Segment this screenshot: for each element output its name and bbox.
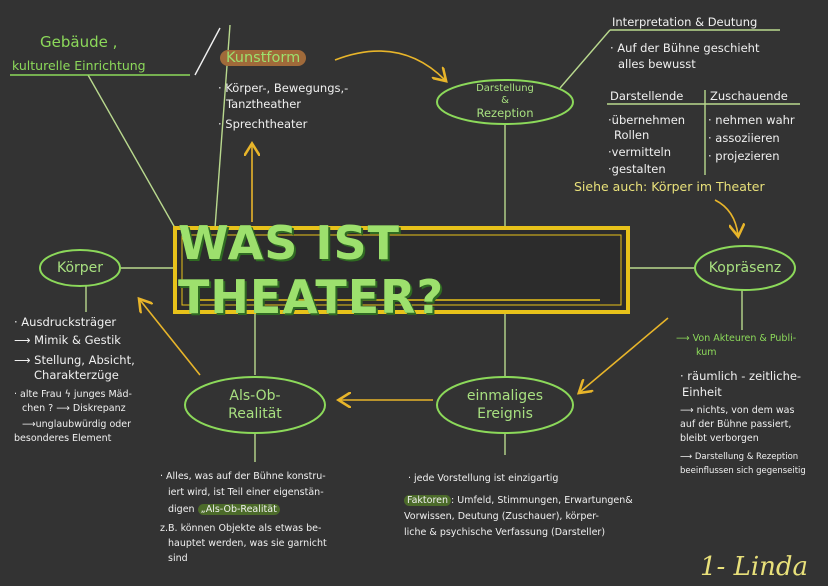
kunstform-item-3: · Sprechtheater	[218, 117, 308, 131]
koerper-item-3: ⟶ Stellung, Absicht,	[14, 353, 135, 367]
gebaeude-line2: kulturelle Einrichtung	[12, 58, 146, 73]
interpretation-item-1a: · Auf der Bühne geschieht	[610, 41, 760, 55]
koerper-oval	[39, 249, 121, 287]
als-ob-text-5: hauptet werden, was sie garnicht	[168, 538, 327, 549]
kopraesenz-oval	[694, 245, 796, 291]
einmalig-text-1: · jede Vorstellung ist einzigartig	[408, 473, 559, 484]
koerper-item-4: Charakterzüge	[34, 368, 119, 382]
see-also: Siehe auch: Körper im Theater	[574, 179, 765, 194]
col-zuschauende-head: Zuschauende	[710, 89, 788, 103]
kopraesenz-item-1: · räumlich - zeitliche-	[680, 369, 802, 383]
kopraesenz-item-3: ⟶ nichts, von dem was	[680, 405, 795, 416]
als-ob-text-1: · Alles, was auf der Bühne konstru-	[160, 471, 326, 482]
signature: 1- Linda	[700, 552, 809, 582]
als-ob-label-2: Realität	[228, 406, 282, 422]
einmalig-text-2-rest: : Umfeld, Stimmungen, Erwartungen&	[451, 495, 633, 506]
kopraesenz-note-1: ⟶ Von Akteuren & Publi-	[676, 333, 797, 344]
koerper-item-1: · Ausdrucksträger	[14, 315, 117, 329]
als-ob-text-2: iert wird, ist Teil einer eigenstän-	[168, 487, 324, 498]
kopraesenz-item-4: auf der Bühne passiert,	[680, 419, 792, 430]
als-ob-text-6: sind	[168, 553, 188, 564]
darstellende-item-1: ·übernehmen	[608, 113, 686, 127]
einmalig-faktoren: Faktoren	[404, 495, 452, 506]
koerper-item-5: · alte Frau ϟ junges Mäd-	[14, 389, 132, 400]
kopraesenz-item-5: bleibt verborgen	[680, 433, 759, 444]
koerper-item-6: chen ? ⟶ Diskrepanz	[22, 403, 126, 414]
zuschauende-item-3: · projezieren	[708, 149, 780, 163]
einmalig-label-1: einmaliges	[466, 388, 544, 404]
kunstform-item-1: · Körper-, Bewegungs,-	[218, 81, 349, 95]
einmalig-text-4: liche & psychische Verfassung (Darstelle…	[404, 527, 606, 538]
als-ob-text-4: z.B. können Objekte als etwas be-	[160, 523, 322, 534]
darstellende-item-4: ·gestalten	[608, 162, 666, 176]
als-ob-text-3: digen „Als-Ob-Realität	[168, 503, 280, 517]
darstellung-label-1: Darstellung	[476, 83, 534, 94]
kopraesenz-note-2: kum	[696, 347, 717, 358]
col-darstellende-head: Darstellende	[610, 89, 684, 103]
darstellende-item-3: ·vermitteln	[608, 145, 672, 159]
als-ob-label-1: Als-Ob-	[229, 388, 281, 404]
interpretation-heading: Interpretation & Deutung	[612, 15, 758, 29]
koerper-label: Körper	[56, 260, 104, 276]
gebaeude-line1: Gebäude ,	[40, 33, 118, 51]
kopraesenz-item-7: beeinflussen sich gegenseitig	[680, 466, 806, 476]
darstellung-label-3: Rezeption	[476, 106, 534, 120]
koerper-item-8: besonderes Element	[14, 433, 112, 444]
zuschauende-item-1: · nehmen wahr	[708, 113, 795, 127]
einmalig-text-2: Faktoren: Umfeld, Stimmungen, Erwartunge…	[404, 494, 633, 508]
kopraesenz-item-6: ⟶ Darstellung & Rezeption	[680, 452, 799, 462]
darstellende-item-2: Rollen	[614, 128, 650, 142]
kunstform-item-2: Tanztheather	[226, 97, 302, 111]
koerper-item-7: ⟶unglaubwürdig oder	[22, 419, 132, 430]
zuschauende-item-2: · assoziieren	[708, 131, 780, 145]
kopraesenz-item-2: Einheit	[682, 385, 722, 399]
kunstform-label: Kunstform	[220, 50, 307, 66]
als-ob-text-3-highlight: „Als-Ob-Realität	[197, 504, 280, 515]
main-title: WAS IST THEATER?	[178, 216, 445, 324]
kopraesenz-label: Kopräsenz	[708, 260, 782, 276]
interpretation-item-1b: alles bewusst	[618, 57, 696, 71]
einmalig-label-2: Ereignis	[477, 406, 533, 422]
koerper-item-2: ⟶ Mimik & Gestik	[14, 333, 121, 347]
darstellung-oval	[436, 79, 574, 125]
einmalig-oval	[436, 376, 574, 434]
als-ob-oval	[184, 376, 326, 434]
als-ob-text-3-pre: digen	[168, 504, 198, 515]
einmalig-text-3: Vorwissen, Deutung (Zuschauer), körper-	[404, 511, 599, 522]
darstellung-label-2: &	[501, 95, 509, 106]
